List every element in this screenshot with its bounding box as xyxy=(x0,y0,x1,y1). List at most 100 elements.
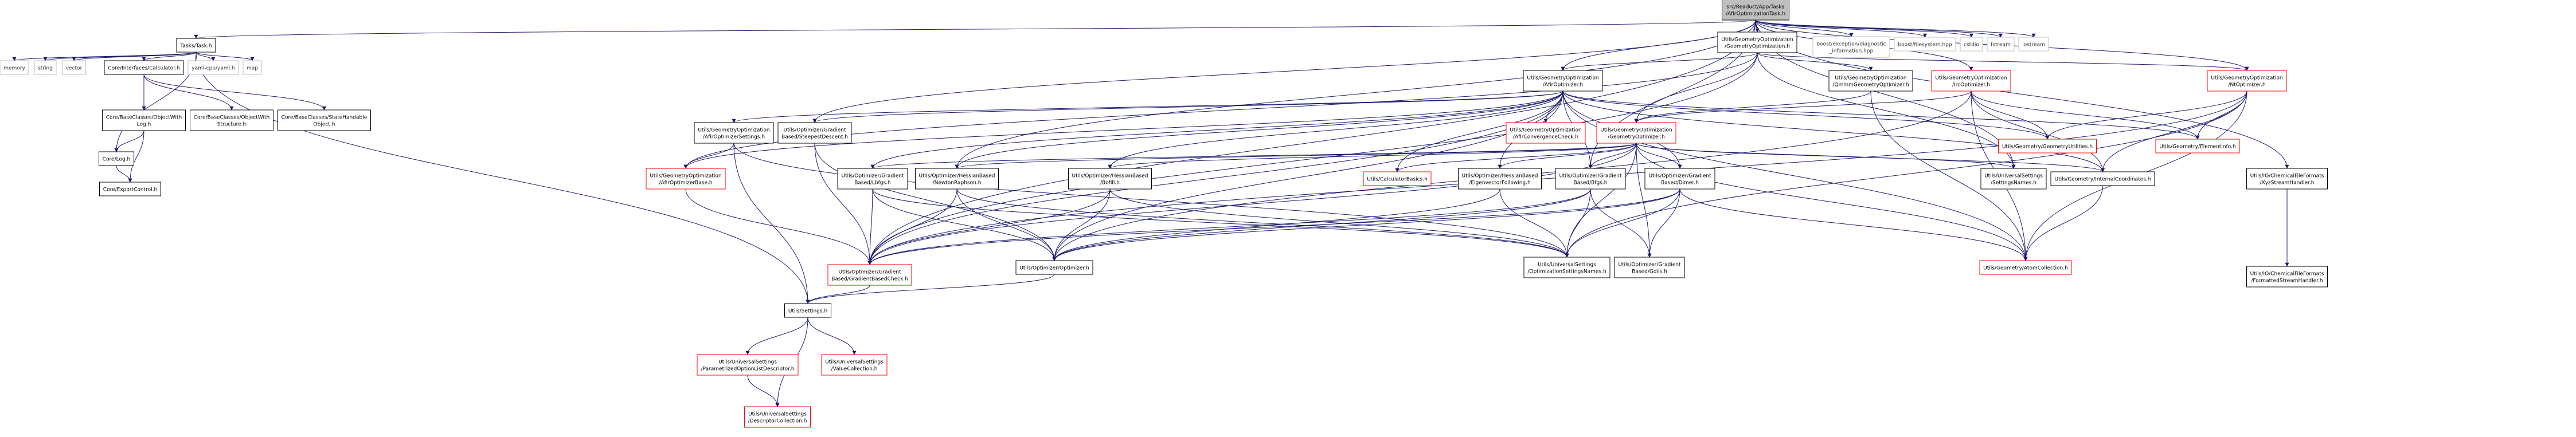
edge-eigen-to-optimizer xyxy=(1052,188,1500,261)
edge-qmmm-to-geomoptimizer xyxy=(1634,90,1871,123)
node-label: /FormattedStreamHandler.h xyxy=(2251,278,2323,284)
edge-afiropt-to-lbfgs xyxy=(870,90,1563,169)
graph-node-xyz[interactable]: Utils/IO/ChemicalFileFormats/XyzStreamHa… xyxy=(2246,168,2328,190)
graph-node-gradcheck[interactable]: Utils/Optimizer/GradientBased/GradientBa… xyxy=(827,264,912,286)
edge-calculator-to-statehandle xyxy=(143,74,326,111)
edge-objlog-to-log xyxy=(114,130,144,152)
graph-node-afirsettings[interactable]: Utils/GeometryOptimization/AfirOptimizer… xyxy=(694,122,774,144)
graph-node-geomoptimizer[interactable]: Utils/GeometryOptimization/GeometryOptim… xyxy=(1596,122,1676,144)
node-box xyxy=(777,122,852,144)
edge-dimer-to-gdiis xyxy=(1647,188,1680,258)
graph-node-steepest[interactable]: Utils/Optimizer/GradientBased/SteepestDe… xyxy=(777,122,852,144)
node-label: memory xyxy=(3,66,25,72)
edge-dimer-to-gradcheck xyxy=(867,188,1680,265)
edge-geoopt-to-gradcheck xyxy=(867,52,1758,265)
edge-geomoptimizer-to-atomcoll xyxy=(1636,143,2028,261)
edge-ntopt-to-optsettingsnames xyxy=(1565,90,2247,258)
edge-log-to-export xyxy=(116,165,132,183)
node-label: boost/filesystem.hpp xyxy=(1898,42,1952,48)
node-label: Utils/IO/ChemicalFileFormats xyxy=(2250,174,2324,179)
graph-node-internalcoords[interactable]: Utils/Geometry/InternalCoordinates.h xyxy=(2050,171,2155,186)
graph-node-bfgs[interactable]: Utils/Optimizer/GradientBased/Bfgs.h xyxy=(1555,168,1626,190)
graph-node-settingsnames[interactable]: Utils/UniversalSettings/SettingsNames.h xyxy=(1980,168,2047,190)
graph-node-afiropt[interactable]: Utils/GeometryOptimization/AfirOptimizer… xyxy=(1523,70,1603,92)
graph-node-geoopt[interactable]: Utils/GeometryOptimization/GeometryOptim… xyxy=(1717,32,1797,53)
node-label: Utils/Optimizer/HessianBased xyxy=(1072,174,1148,179)
graph-node-task[interactable]: Tasks/Task.h xyxy=(176,38,216,53)
graph-node-eigen[interactable]: Utils/Optimizer/HessianBased/Eigenvector… xyxy=(1458,168,1542,190)
graph-node-yaml: yaml-cpp/yaml.h xyxy=(187,60,239,75)
node-label: Utils/UniversalSettings xyxy=(1984,174,2043,179)
graph-node-elementinfo[interactable]: Utils/Geometry/ElementInfo.h xyxy=(2155,139,2240,153)
node-label: Tasks/Task.h xyxy=(179,44,212,49)
graph-node-lbfgs[interactable]: Utils/Optimizer/GradientBased/Lbfgs.h xyxy=(837,168,908,190)
node-box xyxy=(99,151,134,166)
graph-node-qmmm[interactable]: Utils/GeometryOptimization/QmmmGeometryO… xyxy=(1828,70,1913,92)
edge-dimer-to-optimizer xyxy=(1052,188,1680,261)
edge-dimer-to-optsettingsnames xyxy=(1565,188,1680,258)
edge-ircopt-to-geomoptimizer xyxy=(1634,90,1972,123)
edge-bofill-to-gradcheck xyxy=(867,188,1111,265)
edge-geomoptimizer-to-calcbasics xyxy=(1395,143,1637,172)
edge-afiropt-to-internalcoords xyxy=(1562,90,2105,172)
graph-node-calcbasics[interactable]: Utils/CalculatorBasics.h xyxy=(1363,171,1432,186)
graph-node-gdiis[interactable]: Utils/Optimizer/GradientBased/Gdiis.h xyxy=(1614,257,1685,278)
graph-node-boostdiag: boost/exception/diagnostic_information.h… xyxy=(1812,36,1890,58)
graph-node-calculator[interactable]: Core/Interfaces/Calculator.h xyxy=(104,60,184,75)
node-box xyxy=(243,60,262,75)
node-box xyxy=(2050,171,2155,186)
node-label: /GeometryOptimization.h xyxy=(1725,44,1790,50)
node-box xyxy=(1644,168,1715,190)
node-box xyxy=(2207,70,2287,92)
graph-node-ntopt[interactable]: Utils/GeometryOptimization/NtOptimizer.h xyxy=(2207,70,2287,92)
graph-node-dimer[interactable]: Utils/Optimizer/GradientBased/Dimer.h xyxy=(1644,168,1715,190)
edge-ircopt-to-internalcoords xyxy=(1971,90,2105,172)
node-label: boost/exception/diagnostic xyxy=(1816,42,1886,48)
graph-node-map: map xyxy=(243,60,262,75)
edge-root-to-boostfs xyxy=(1755,19,1927,38)
node-label: /AfirOptimizerBase.h xyxy=(659,180,712,186)
node-label: /AfirOptimizer.h xyxy=(1543,82,1583,88)
edge-afiropt-to-bofill xyxy=(1108,90,1563,169)
node-box xyxy=(104,60,184,75)
node-box xyxy=(1068,168,1152,190)
graph-node-atomcoll[interactable]: Utils/Geometry/AtomCollection.h xyxy=(1979,260,2072,275)
node-label: Utils/GeometryOptimization xyxy=(698,128,769,133)
node-box xyxy=(1979,260,2072,275)
graph-node-afirconv[interactable]: Utils/GeometryOptimization/AfirConvergen… xyxy=(1506,122,1586,144)
node-label: Utils/GeometryOptimization xyxy=(1527,76,1598,81)
graph-node-desccoll[interactable]: Utils/UniversalSettings/DescriptorCollec… xyxy=(744,406,811,428)
edge-geomoptimizer-to-internalcoords xyxy=(1636,143,2105,172)
node-box xyxy=(1506,122,1586,144)
graph-node-log[interactable]: Core/Log.h xyxy=(99,151,134,166)
graph-node-formatted[interactable]: Utils/IO/ChemicalFileFormats/FormattedSt… xyxy=(2246,266,2328,288)
edge-bfgs-to-gradcheck xyxy=(867,188,1591,265)
node-label: Utils/CalculatorBasics.h xyxy=(1367,177,1428,183)
graph-node-valuecoll[interactable]: Utils/UniversalSettings/ValueCollection.… xyxy=(821,354,888,376)
graph-node-cstdio: cstdio xyxy=(1960,37,1983,52)
graph-node-optsettingsnames[interactable]: Utils/UniversalSettings/OptimizationSett… xyxy=(1523,257,1611,278)
node-label: /QmmmGeometryOptimizer.h xyxy=(1832,82,1909,88)
graph-node-export[interactable]: Core/ExportControl.h xyxy=(99,182,161,196)
graph-node-optimizer[interactable]: Utils/Optimizer/Optimizer.h xyxy=(1015,260,1093,275)
node-box xyxy=(1828,70,1913,92)
graph-node-afirbase[interactable]: Utils/GeometryOptimization/AfirOptimizer… xyxy=(646,168,726,190)
graph-node-paramopt[interactable]: Utils/UniversalSettings/ParametrizedOpti… xyxy=(697,354,799,376)
edge-geoopt-to-afiropt xyxy=(1561,52,1758,71)
edge-newton-to-optimizer xyxy=(956,188,1057,261)
node-box xyxy=(102,109,186,131)
edge-bofill-to-optimizer xyxy=(1052,188,1111,261)
graph-node-newton[interactable]: Utils/Optimizer/HessianBased/NewtonRaphs… xyxy=(915,168,999,190)
graph-node-geomutils[interactable]: Utils/Geometry/GeometryUtilities.h xyxy=(1998,139,2097,153)
node-label: Utils/IO/ChemicalFileFormats xyxy=(2250,271,2324,277)
edge-geomoptimizer-to-lbfgs xyxy=(870,143,1637,169)
edge-afirsettings-to-afirbase xyxy=(683,143,734,169)
graph-node-root[interactable]: src/Readuct/App/Tasks/AfirOptimizationTa… xyxy=(1722,0,1789,21)
graph-node-settings[interactable]: Utils/Settings.h xyxy=(784,303,831,318)
graph-node-ircopt[interactable]: Utils/GeometryOptimization/IrcOptimizer.… xyxy=(1931,70,2011,92)
graph-node-bofill[interactable]: Utils/Optimizer/HessianBased/Bofill.h xyxy=(1068,168,1152,190)
